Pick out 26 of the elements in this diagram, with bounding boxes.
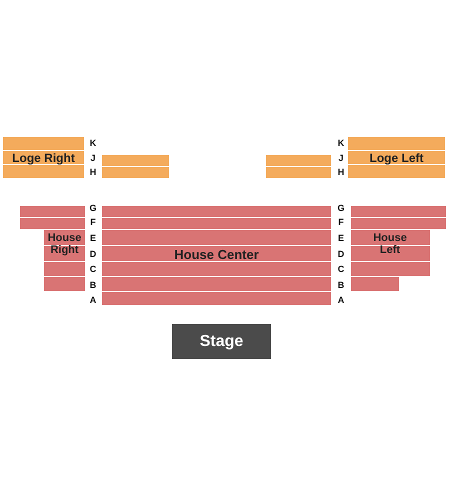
- row-letter: B: [336, 280, 346, 290]
- row-letter: K: [88, 138, 98, 148]
- row-letter: C: [88, 264, 98, 274]
- row-letter: J: [337, 153, 344, 163]
- row-letter: G: [336, 203, 346, 213]
- row-letter: F: [89, 217, 97, 227]
- stage-block: Stage: [172, 324, 271, 359]
- row-letter: D: [336, 249, 346, 259]
- row-letter: H: [336, 167, 346, 177]
- row-letter: E: [88, 233, 97, 243]
- section-name: Loge Right: [11, 151, 76, 165]
- section-name: House Left: [372, 232, 408, 256]
- section-name: House Center: [173, 248, 260, 262]
- row-letter: A: [88, 295, 98, 305]
- section-name: House Right: [46, 232, 82, 256]
- row-letter: K: [336, 138, 346, 148]
- row-letter: A: [336, 295, 346, 305]
- row-letter: J: [89, 153, 96, 163]
- row-letter: H: [88, 167, 98, 177]
- row-letter: D: [88, 249, 98, 259]
- row-letter: B: [88, 280, 98, 290]
- row-letter: F: [337, 217, 345, 227]
- section-name: Loge Left: [368, 151, 424, 165]
- row-letter: C: [336, 264, 346, 274]
- row-letter: E: [336, 233, 345, 243]
- row-letter: G: [88, 203, 98, 213]
